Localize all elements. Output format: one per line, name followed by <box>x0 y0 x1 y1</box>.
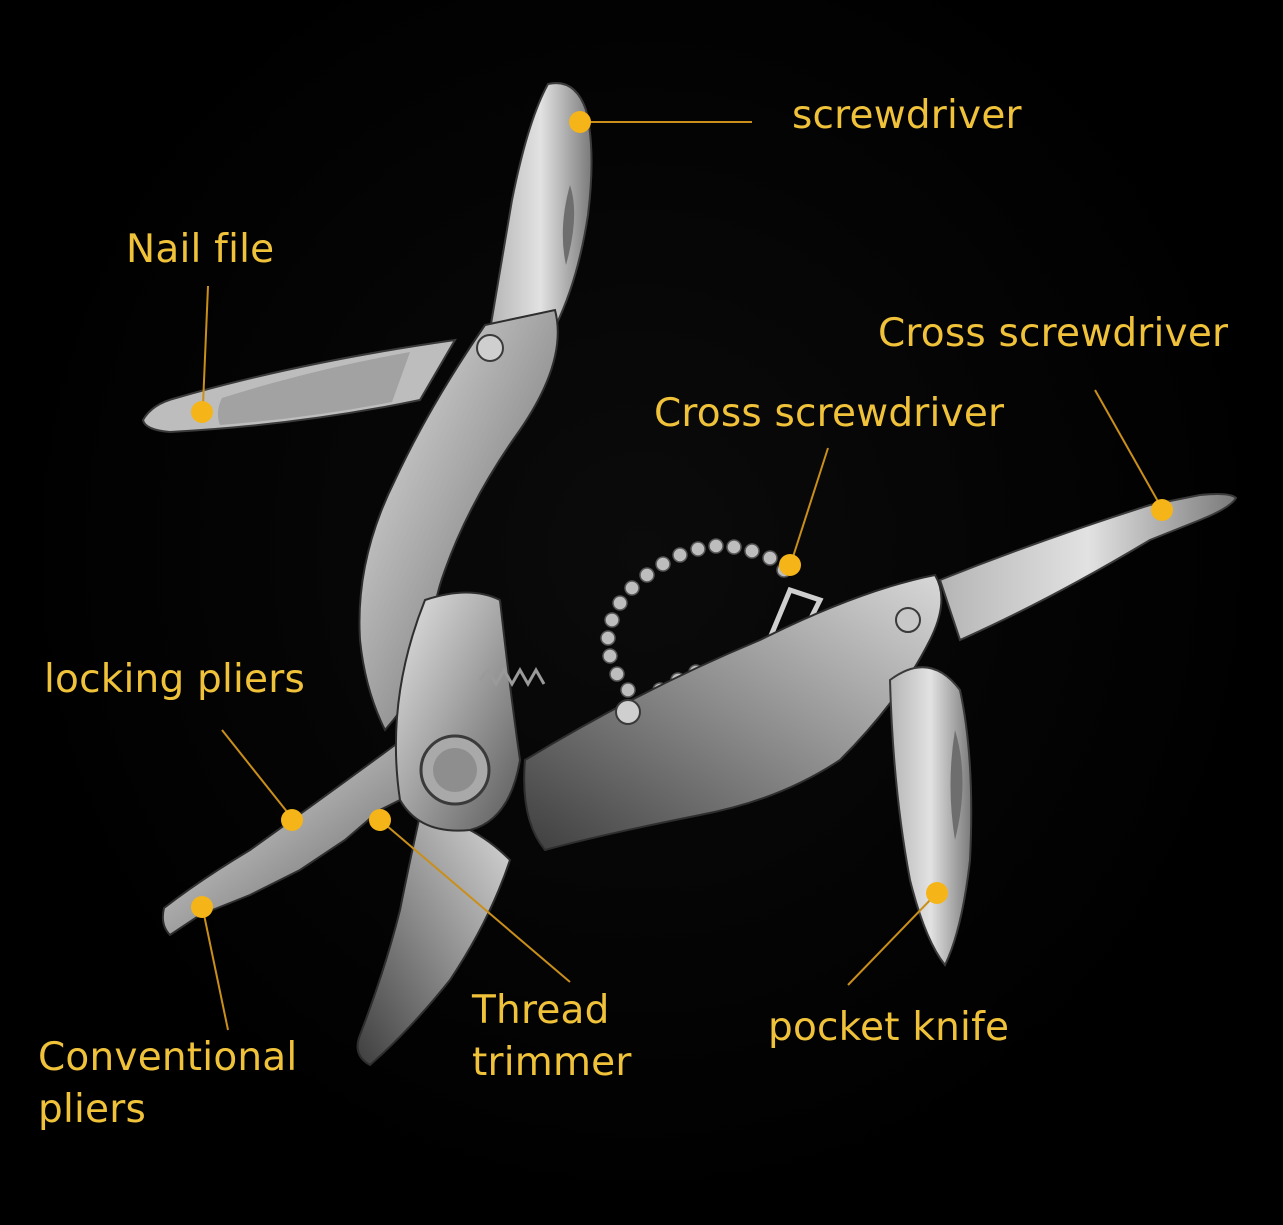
dot-locking-pliers <box>281 809 303 831</box>
lower-handle <box>523 573 943 852</box>
label-cross-screwdriver-right: Cross screwdriver <box>878 311 1229 356</box>
dot-conventional-pliers <box>191 896 213 918</box>
screwdriver-blade <box>488 82 593 332</box>
upper-pivot-rivet <box>476 334 504 362</box>
plier-pivot-center <box>433 748 477 792</box>
label-screwdriver: screwdriver <box>792 93 1022 138</box>
knife-groove <box>950 730 963 840</box>
dot-cross-screwdriver-middle <box>779 554 801 576</box>
label-thread-trimmer: Thread trimmer <box>472 985 632 1089</box>
label-conventional-pliers-line2: pliers <box>38 1087 146 1132</box>
screwdriver-groove <box>562 185 575 265</box>
spring <box>478 666 546 688</box>
chain-ring-rivet <box>615 699 641 725</box>
dot-screwdriver <box>569 111 591 133</box>
label-thread-trimmer-line2: trimmer <box>472 1040 632 1085</box>
lower-plier-jaw <box>356 813 512 1067</box>
label-locking-pliers: locking pliers <box>44 657 306 702</box>
lower-pivot-rivet <box>895 607 921 633</box>
nail-file-texture <box>217 352 410 425</box>
cross-screwdriver-blade <box>938 493 1238 642</box>
label-pocket-knife: pocket knife <box>768 1005 1010 1050</box>
label-thread-trimmer-line1: Thread <box>472 988 610 1033</box>
label-conventional-pliers-line1: Conventional <box>38 1035 298 1080</box>
callout-dots <box>191 111 1173 918</box>
label-conventional-pliers: Conventional pliers <box>38 1032 297 1136</box>
dot-thread-trimmer <box>369 809 391 831</box>
label-nail-file: Nail file <box>126 227 275 272</box>
dot-pocket-knife <box>926 882 948 904</box>
dot-cross-screwdriver-right <box>1151 499 1173 521</box>
dot-nail-file <box>191 401 213 423</box>
label-cross-screwdriver-middle: Cross screwdriver <box>654 391 1005 436</box>
pocket-knife-blade <box>888 666 973 967</box>
leader-lines <box>201 121 1161 1031</box>
